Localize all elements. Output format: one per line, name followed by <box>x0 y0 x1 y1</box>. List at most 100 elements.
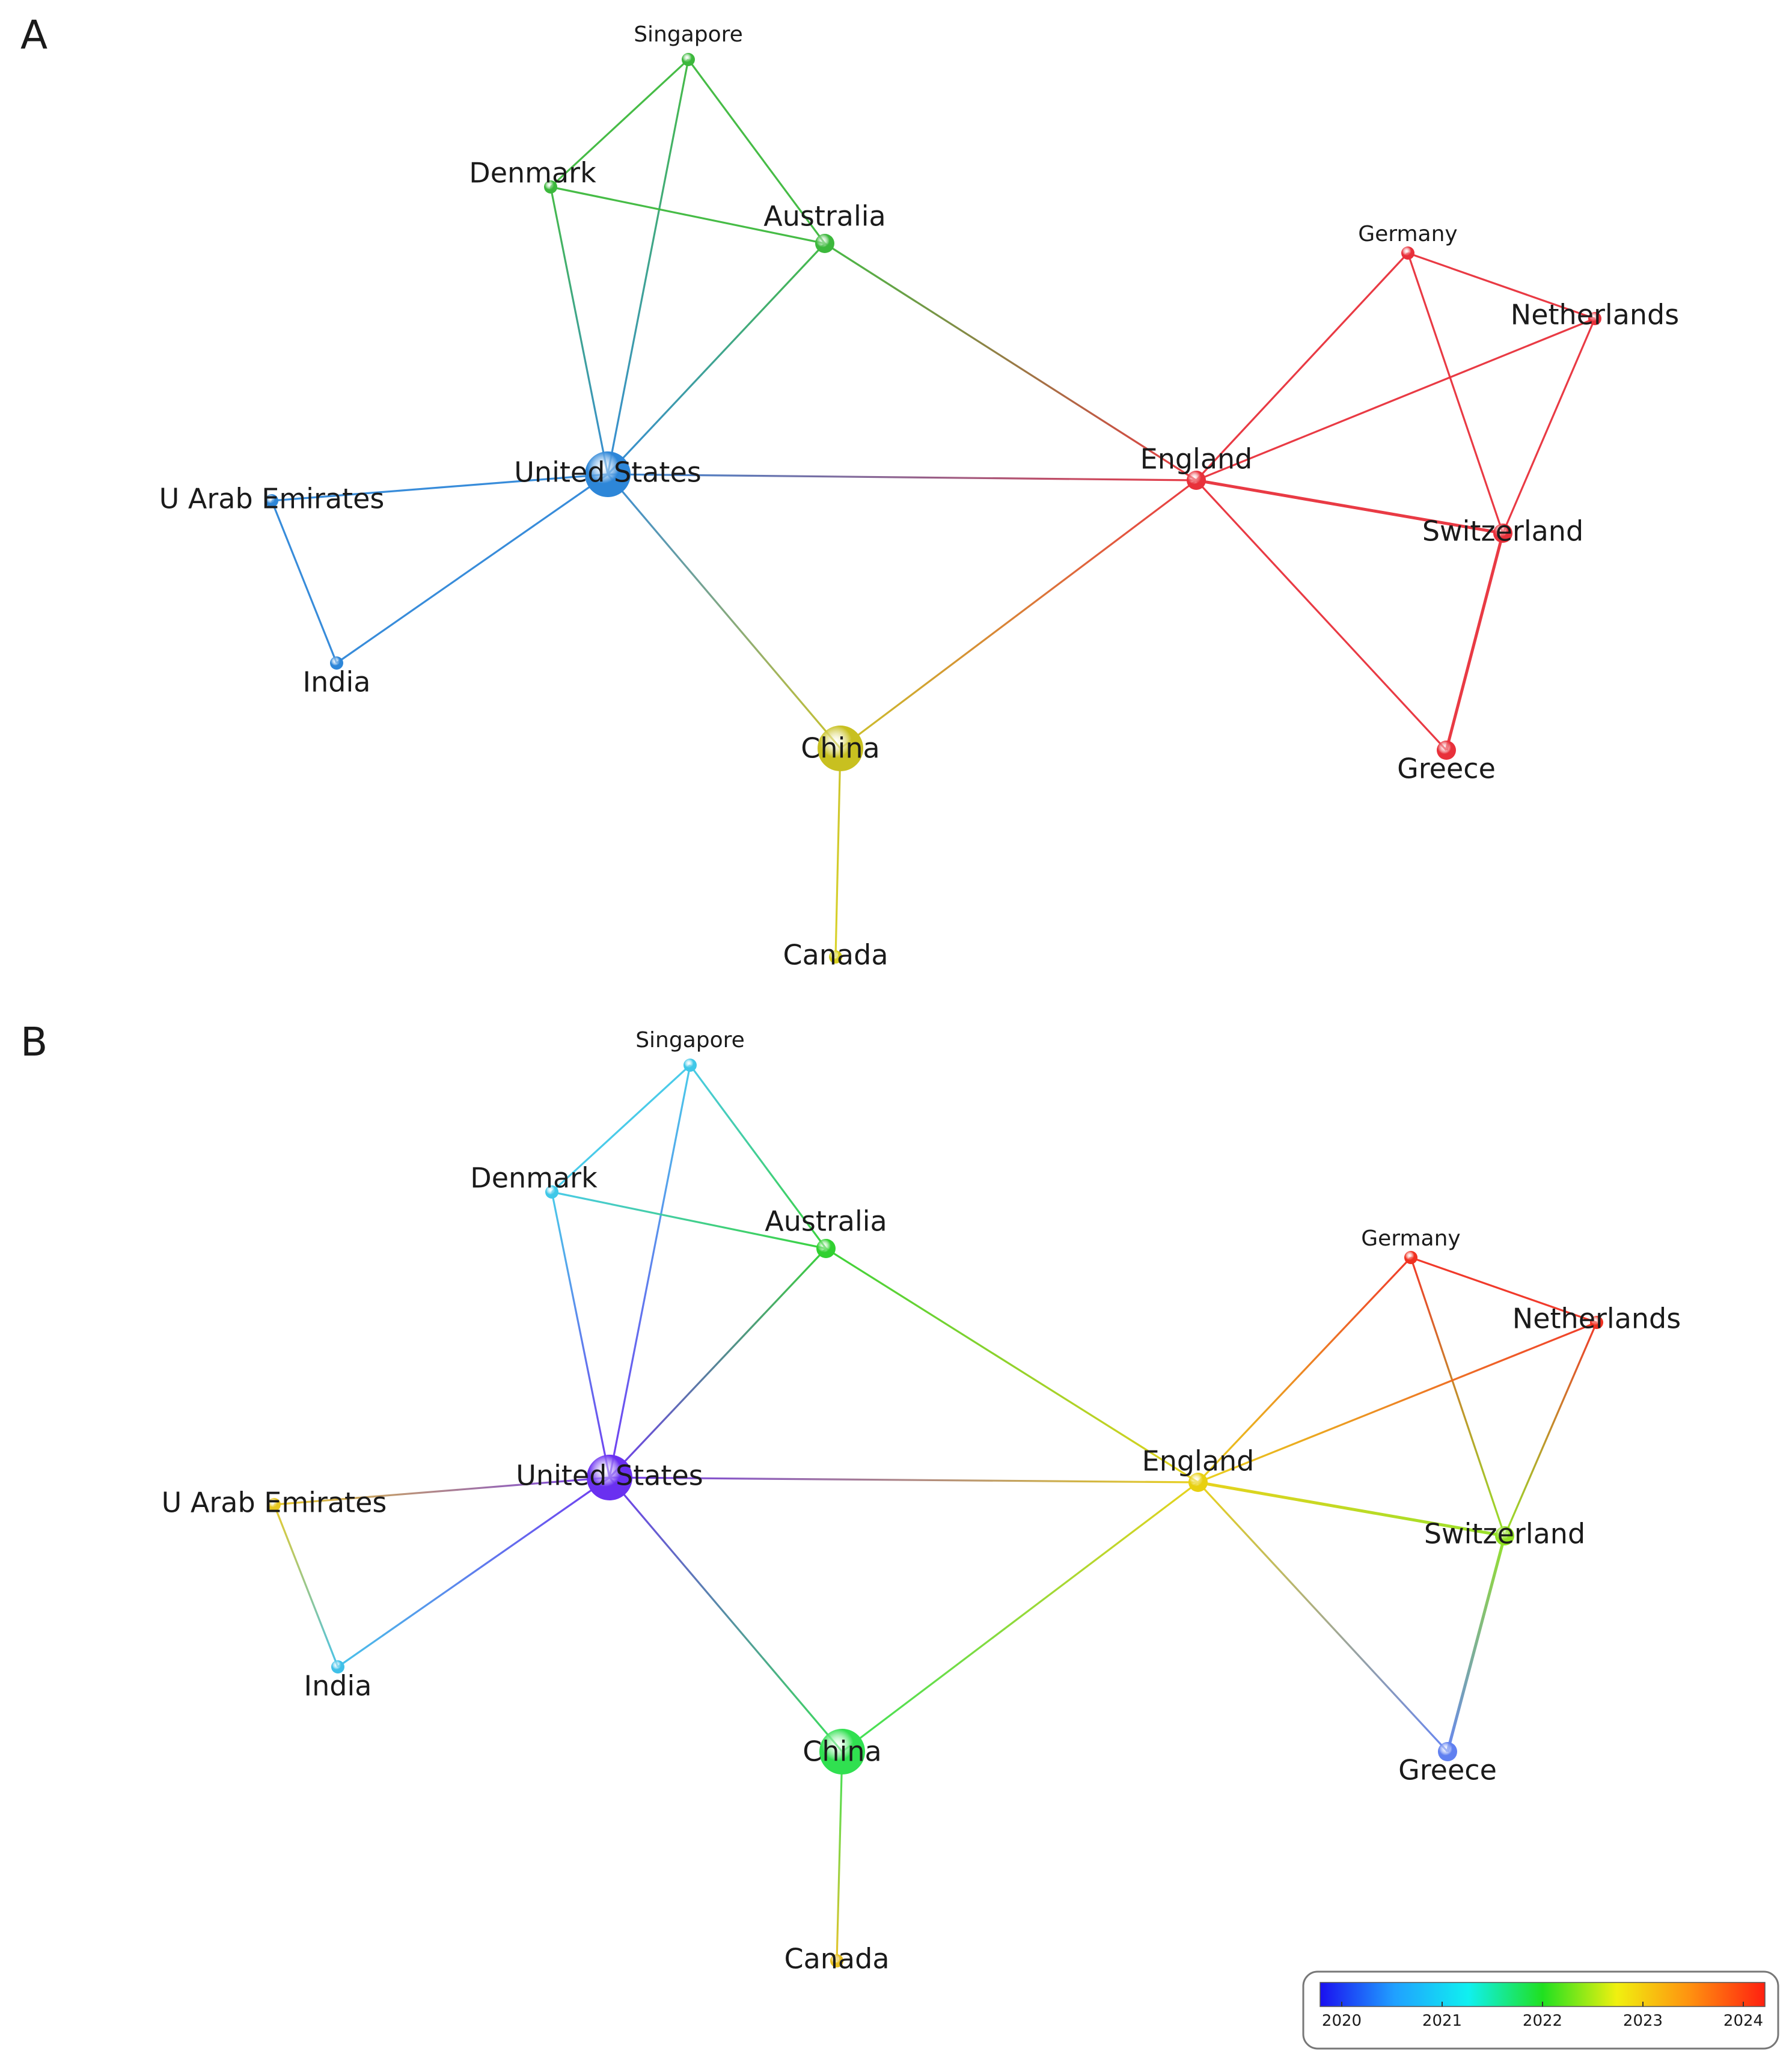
node-united-states[interactable] <box>587 1455 632 1500</box>
edge-singapore-australia <box>687 59 826 244</box>
edge-singapore-australia <box>689 1065 827 1249</box>
node-label-denmark: Denmark <box>469 157 596 189</box>
node-label-denmark: Denmark <box>470 1162 598 1194</box>
edge-england-greece <box>1197 1481 1449 1753</box>
node-germany[interactable] <box>1404 1251 1417 1264</box>
edge-england-china <box>842 1481 1199 1753</box>
node-label-england: England <box>1142 1445 1255 1478</box>
node-label-united-states: United States <box>516 1459 703 1492</box>
node-india[interactable] <box>330 656 343 670</box>
edge-united-states-u-arab-emirates <box>274 1476 610 1506</box>
node-england[interactable] <box>1187 471 1206 490</box>
node-label-switzerland: Switzerland <box>1422 515 1583 548</box>
node-label-australia: Australia <box>765 1205 887 1238</box>
edge-australia-united-states <box>608 1247 827 1479</box>
edge-denmark-australia <box>551 1191 827 1250</box>
node-china[interactable] <box>819 1729 865 1774</box>
node-label-singapore: Singapore <box>635 1028 745 1053</box>
node-label-india: India <box>304 1670 372 1702</box>
edge-singapore-united-states <box>607 59 690 475</box>
edge-australia-england <box>825 1247 1199 1484</box>
edge-united-states-england <box>607 473 1197 481</box>
edge-germany-england <box>1197 1256 1412 1484</box>
node-england[interactable] <box>1188 1473 1208 1492</box>
node-label-india: India <box>303 666 371 698</box>
node-label-australia: Australia <box>763 200 885 233</box>
edge-england-switzerland <box>1197 1481 1505 1538</box>
node-canada[interactable] <box>830 1954 843 1967</box>
node-label-switzerland: Switzerland <box>1424 1518 1585 1550</box>
node-label-united-states: United States <box>514 456 702 489</box>
node-canada[interactable] <box>829 950 842 964</box>
node-label-greece: Greece <box>1397 753 1496 785</box>
edge-germany-switzerland <box>1410 1257 1506 1536</box>
nodes-panel-b: SingaporeDenmarkAustraliaGermanyNetherla… <box>162 1028 1681 1975</box>
edge-united-states-china <box>608 1476 843 1753</box>
panel-label-b: B <box>20 1019 48 1065</box>
edge-singapore-united-states <box>608 1065 691 1478</box>
edge-switzerland-greece <box>1445 533 1505 751</box>
edge-germany-netherlands <box>1407 252 1595 320</box>
edge-germany-netherlands <box>1410 1256 1597 1324</box>
edge-united-states-china <box>607 473 842 750</box>
node-label-china: China <box>803 1735 881 1768</box>
node-label-china: China <box>801 732 879 765</box>
edge-u-arab-emirates-india <box>273 1504 339 1667</box>
node-switzerland[interactable] <box>1495 1526 1514 1545</box>
edge-united-states-india <box>336 473 608 664</box>
node-india[interactable] <box>331 1660 344 1673</box>
legend-tick-label: 2022 <box>1523 2012 1562 2030</box>
edge-switzerland-greece <box>1446 1535 1506 1752</box>
node-label-germany: Germany <box>1361 1226 1460 1251</box>
edge-netherlands-switzerland <box>1502 318 1596 534</box>
node-u-arab-emirates[interactable] <box>268 1498 281 1511</box>
node-australia[interactable] <box>815 234 834 253</box>
edge-united-states-england <box>609 1476 1199 1484</box>
legend-tick-label: 2021 <box>1422 2012 1462 2030</box>
node-label-singapore: Singapore <box>634 22 743 47</box>
node-netherlands[interactable] <box>1588 312 1601 325</box>
edge-united-states-india <box>337 1476 610 1668</box>
node-label-canada: Canada <box>783 939 888 971</box>
node-singapore[interactable] <box>683 1059 697 1072</box>
node-label-netherlands: Netherlands <box>1511 299 1679 331</box>
edge-u-arab-emirates-india <box>271 500 338 664</box>
node-denmark[interactable] <box>545 1185 558 1199</box>
node-china[interactable] <box>818 726 863 771</box>
edge-singapore-denmark <box>549 58 690 188</box>
edge-denmark-australia <box>550 186 825 245</box>
node-label-u-arab-emirates: U Arab Emirates <box>159 483 385 515</box>
node-united-states[interactable] <box>585 451 631 497</box>
edge-england-switzerland <box>1196 478 1503 535</box>
edge-netherlands-switzerland <box>1503 1322 1598 1536</box>
node-greece[interactable] <box>1437 741 1456 760</box>
edge-netherlands-england <box>1197 1321 1597 1484</box>
node-denmark[interactable] <box>544 180 557 194</box>
edges-panel-a <box>271 58 1596 958</box>
legend-tick-label: 2024 <box>1723 2012 1763 2030</box>
node-label-greece: Greece <box>1398 1754 1497 1787</box>
node-netherlands[interactable] <box>1590 1316 1603 1329</box>
edge-united-states-u-arab-emirates <box>271 473 608 502</box>
edge-england-greece <box>1195 479 1448 751</box>
edge-england-china <box>840 479 1197 750</box>
edge-germany-switzerland <box>1407 252 1504 534</box>
edge-netherlands-england <box>1196 317 1595 481</box>
node-greece[interactable] <box>1438 1742 1457 1761</box>
panel-label-a: A <box>20 12 48 58</box>
node-switzerland[interactable] <box>1493 524 1512 543</box>
edge-china-canada <box>834 748 842 958</box>
edge-singapore-denmark <box>551 1064 691 1193</box>
node-australia[interactable] <box>816 1239 836 1258</box>
edge-china-canada <box>836 1751 843 1961</box>
node-u-arab-emirates[interactable] <box>265 494 278 507</box>
node-germany[interactable] <box>1401 246 1414 260</box>
node-singapore[interactable] <box>682 53 695 66</box>
node-label-canada: Canada <box>784 1943 889 1975</box>
legend-tick-label: 2023 <box>1623 2012 1663 2030</box>
edge-australia-england <box>824 242 1197 481</box>
node-label-germany: Germany <box>1358 222 1457 246</box>
